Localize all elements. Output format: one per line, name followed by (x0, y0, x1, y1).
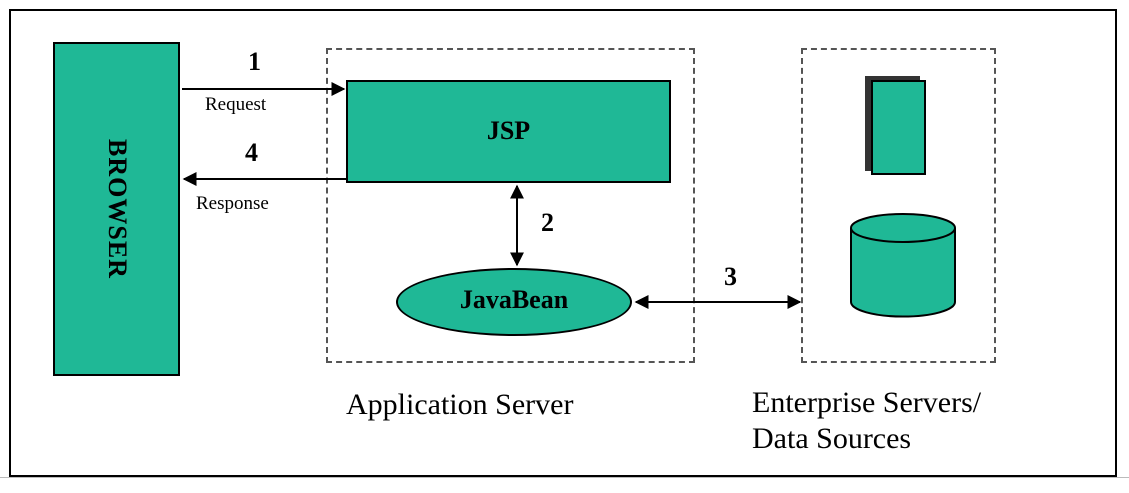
enterprise-server-icon (871, 80, 926, 175)
application-server-caption: Application Server (346, 388, 574, 421)
step-2-label: 2 (541, 208, 554, 237)
jsp-label: JSP (486, 116, 531, 145)
step-1-label: 1 (248, 47, 261, 76)
bottom-strip (0, 477, 1129, 493)
step-4-label: 4 (245, 138, 258, 167)
javabean-ellipse: JavaBean (396, 268, 632, 336)
response-label: Response (196, 193, 269, 214)
javabean-label: JavaBean (459, 285, 569, 314)
browser-block: BROWSER (53, 42, 180, 376)
enterprise-servers-box (801, 48, 996, 363)
step-3-label: 3 (724, 262, 737, 291)
database-icon (850, 213, 956, 318)
application-server-box (326, 48, 695, 363)
request-label: Request (205, 94, 267, 115)
enterprise-caption-line1: Enterprise Servers/ (752, 386, 982, 419)
enterprise-caption-line2: Data Sources (752, 422, 912, 455)
jsp-block: JSP (346, 80, 671, 183)
